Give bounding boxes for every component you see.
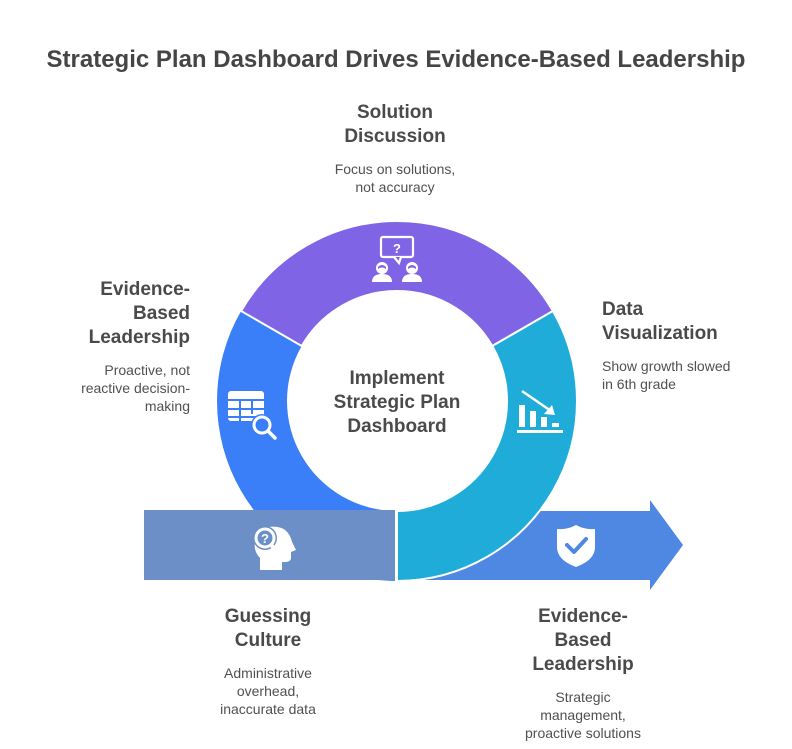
title-line: Visualization [602,323,718,344]
evidence-leadership-bottom-block: Evidence- Based Leadership Strategic man… [488,605,678,742]
desc-line: inaccurate data [220,701,316,717]
data-visualization-title: Data Visualization [602,298,772,346]
title-line: Leadership [532,654,634,675]
people-question-icon: ? [372,235,422,282]
center-label: Implement Strategic Plan Dashboard [333,368,461,437]
shield-check-icon [557,525,595,567]
guessing-culture-desc: Administrative overhead, inaccurate data [178,664,358,718]
title-line: Data [602,299,644,320]
diagram-title: Strategic Plan Dashboard Drives Evidence… [46,46,746,73]
evidence-leadership-left-title: Evidence- Based Leadership [40,278,190,350]
desc-line: reactive decision- [81,380,190,396]
evidence-leadership-bottom-title: Evidence- Based Leadership [488,605,678,677]
title-line: Evidence- [100,279,190,300]
title-line: Based [554,630,612,651]
svg-text:?: ? [261,531,269,546]
evidence-leadership-left-desc: Proactive, not reactive decision- making [40,361,190,415]
data-visualization-desc: Show growth slowed in 6th grade [602,357,772,393]
title-line: Solution [357,102,433,123]
guessing-culture-block: Guessing Culture Administrative overhead… [178,605,358,718]
svg-text:?: ? [393,241,401,256]
solution-discussion-block: Solution Discussion Focus on solutions, … [300,101,490,196]
declining-chart-icon [517,389,563,433]
data-visualization-block: Data Visualization Show growth slowed in… [602,298,772,393]
desc-line: Strategic [555,689,611,705]
ring-segment-solution-discussion [239,219,555,348]
table-search-icon [228,391,277,440]
title-line: Culture [234,630,302,651]
title-line: Discussion [344,126,446,147]
desc-line: Show growth slowed [602,358,731,374]
desc-line: Administrative [224,665,312,681]
solution-discussion-desc: Focus on solutions, not accuracy [300,160,490,196]
head-question-icon: ? [253,526,296,570]
desc-line: Proactive, not [104,362,190,378]
ring-segment-data-visualization [396,309,578,583]
title-line: Based [132,303,190,324]
desc-line: Focus on solutions, [334,161,456,177]
evidence-leadership-bottom-desc: Strategic management, proactive solution… [488,688,678,742]
desc-line: proactive solutions [525,725,641,741]
solution-discussion-title: Solution Discussion [300,101,490,149]
desc-line: not accuracy [355,179,435,195]
evidence-leadership-left-block: Evidence- Based Leadership Proactive, no… [40,278,190,415]
desc-line: management, [540,707,626,723]
desc-line: overhead, [236,683,300,699]
desc-line: making [144,398,190,414]
desc-line: in 6th grade [602,376,676,392]
title-line: Evidence- [538,606,628,627]
title-line: Leadership [88,327,190,348]
guessing-culture-title: Guessing Culture [178,605,358,653]
title-line: Guessing [224,606,312,627]
